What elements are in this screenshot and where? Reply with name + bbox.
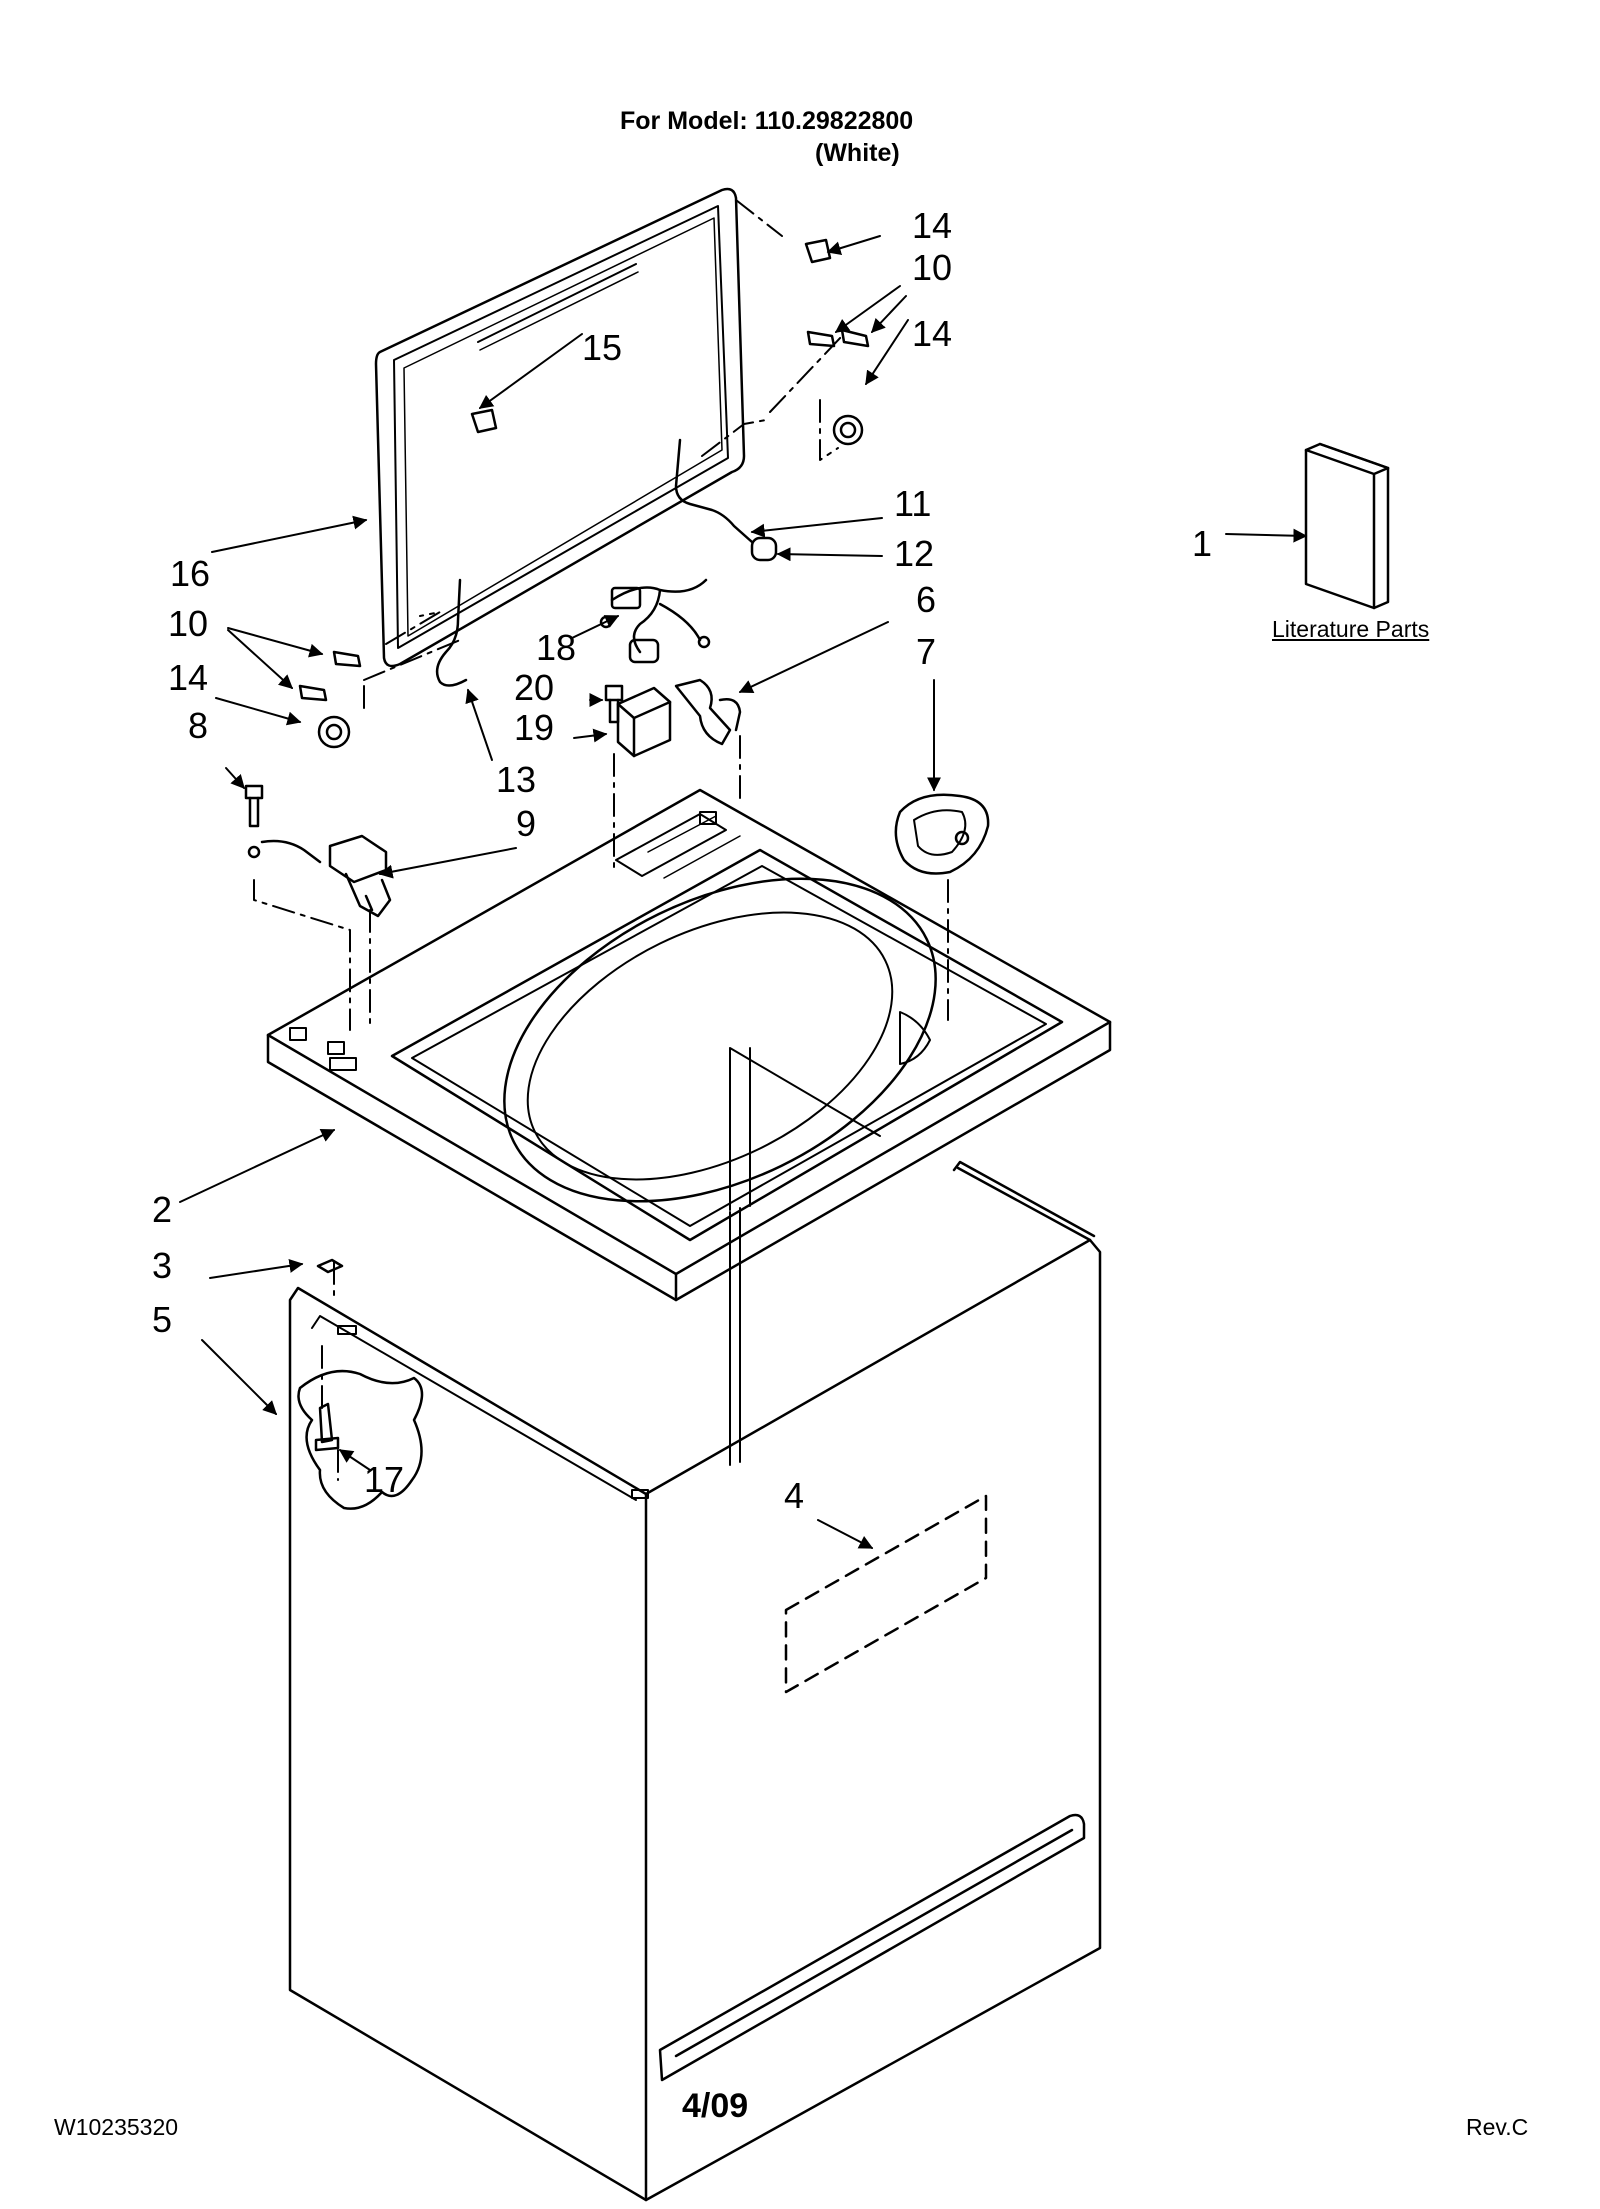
callout-9: 9 [516,803,537,844]
label-location-outline [784,1494,988,1694]
callout-13: 12 [894,533,935,574]
callout-1: 1 [1192,523,1213,564]
callout-7: 7 [916,631,937,672]
top-cover [266,788,1112,1302]
literature-booklet [1304,442,1390,610]
callout-10-top: 10 [912,247,953,288]
bleach-dispenser [894,793,990,875]
callout-8: 8 [188,705,209,746]
callout-16-mid: 15 [582,327,623,368]
callout-12: 11 [894,483,932,524]
callout-2: 2 [152,1189,173,1230]
callout-15: 16 [170,553,211,594]
wire-harness [599,578,711,664]
document-number: W10235320 [54,2114,179,2140]
diagram-title: For Model: 110.29822800 [620,107,914,135]
callout-20: 20 [514,667,555,708]
callout-16-top: 14 [912,205,953,246]
diagram-subtitle: (White) [815,139,900,167]
callout-17: 17 [364,1459,405,1500]
callout-11: 13 [496,759,537,800]
revision-code: Rev.C [1466,2114,1529,2140]
lid-switch [616,678,742,758]
callout-14-left: 14 [168,657,209,698]
lid-hinge-rods [435,438,778,687]
callout-6: 6 [916,579,937,620]
assembly-guide-lines [253,199,949,1481]
callout-19: 19 [514,707,555,748]
callout-18: 18 [536,627,577,668]
callout-10-left: 10 [168,603,209,644]
callout-3: 3 [152,1245,173,1286]
switch-assembly [260,834,392,918]
callout-5: 5 [152,1299,173,1340]
callout-leaders [179,235,1308,1549]
lid-part [374,187,746,668]
callout-14-top: 14 [912,313,953,354]
fasteners [244,238,870,859]
cabinet [288,1160,1102,2202]
literature-parts-label: Literature Parts [1272,616,1430,642]
callout-4: 4 [784,1475,805,1516]
revision-date: 4/09 [682,2087,749,2125]
